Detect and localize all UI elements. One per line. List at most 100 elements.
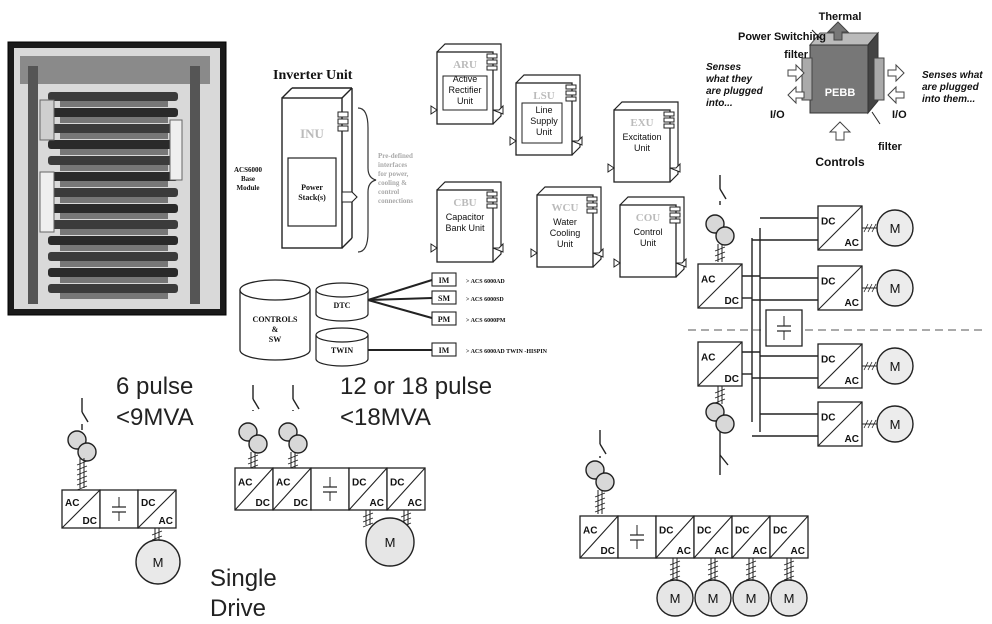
converter-label-top: AC — [701, 352, 715, 363]
unit-name: Unit — [640, 238, 657, 248]
interfaces-label: control — [378, 188, 399, 196]
unit-name: Capacitor — [446, 212, 485, 222]
unit-name: Supply — [530, 116, 558, 126]
motor-type-product: > ACS 6000PM — [466, 318, 506, 324]
power-stack-label: Stack(s) — [298, 193, 326, 202]
inu-arrow — [342, 192, 357, 202]
motor-type-code: IM — [439, 346, 450, 355]
motor-type-code: PM — [438, 315, 451, 324]
pebb-right-plate — [874, 58, 884, 100]
converter-label-bottom: AC — [845, 298, 859, 309]
unit-cbu — [431, 182, 503, 262]
converter-label-top: DC — [697, 526, 711, 537]
interface-brace — [358, 108, 376, 252]
photo-heatsink — [60, 213, 168, 219]
unit-abbr: CBU — [453, 197, 476, 209]
dtc-link — [368, 300, 432, 318]
interfaces-label: cooling & — [378, 179, 407, 187]
unit-name: Unit — [536, 127, 553, 137]
unit-abbr: ARU — [453, 59, 477, 71]
senses-left-label: what they — [706, 74, 753, 85]
converter-label-top: DC — [773, 526, 787, 537]
power-stack-photo — [8, 42, 226, 315]
unit-connector — [664, 124, 674, 128]
cable-hatch — [670, 571, 680, 575]
interfaces-label: Pre-defined — [378, 152, 413, 160]
cable-hatch — [401, 513, 411, 517]
converter-label-top: DC — [352, 478, 366, 489]
converter-label-bottom: DC — [725, 374, 739, 385]
motor-label: M — [385, 535, 396, 550]
converter-label-bottom: AC — [845, 434, 859, 445]
unit-name: Unit — [557, 239, 574, 249]
photo-thyristor-disc — [48, 188, 178, 197]
motor-label: M — [890, 417, 901, 432]
cable-hatch — [715, 389, 725, 393]
cable-hatch — [784, 566, 794, 570]
unit-name: Unit — [634, 143, 651, 153]
unit-exu — [608, 102, 680, 182]
twin-label: TWIN — [331, 346, 353, 355]
inu-edge — [282, 88, 292, 98]
six-pulse-label: 6 pulse — [116, 372, 193, 402]
unit-arrow-left — [614, 259, 620, 267]
motor-type-product: > ACS 6000SD — [466, 297, 504, 303]
photo-heatsink — [60, 293, 168, 299]
controls-label: CONTROLS — [253, 315, 298, 324]
dc-link-capacitor — [100, 490, 138, 528]
photo-thyristor-disc — [48, 236, 178, 245]
unit-abbr: LSU — [533, 90, 554, 102]
interfaces-label: interfaces — [378, 161, 407, 169]
unit-arrow-right — [670, 164, 680, 172]
cable-hatch — [77, 481, 87, 485]
photo-insulator — [40, 172, 54, 232]
unit-connector — [566, 85, 576, 89]
converter-label-bottom: DC — [725, 296, 739, 307]
unit-connector — [487, 204, 497, 208]
converter-label-top: AC — [276, 478, 290, 489]
motor-label: M — [890, 221, 901, 236]
converter-label-top: DC — [735, 526, 749, 537]
unit-wcu — [531, 187, 603, 267]
photo-rod-left — [28, 66, 38, 304]
unit-name: Bank Unit — [445, 223, 485, 233]
cable-hatch — [363, 513, 373, 517]
motor-label: M — [746, 591, 757, 606]
photo-heatsink — [60, 149, 168, 155]
interfaces-label: for power, — [378, 170, 409, 178]
photo-thyristor-disc — [48, 140, 178, 149]
motor-label: M — [153, 555, 164, 570]
photo-thyristor-disc — [48, 252, 178, 261]
inu-connector — [338, 119, 348, 124]
pebb-front — [810, 45, 868, 113]
inu-connector — [338, 126, 348, 131]
converter-label-bottom: AC — [753, 546, 767, 557]
cable-hatch — [746, 561, 756, 565]
dc-link-capacitor — [311, 468, 349, 510]
twin-top — [316, 328, 368, 342]
interfaces-label: connections — [378, 197, 413, 205]
unit-name: Control — [633, 227, 662, 237]
cable-hatch — [595, 498, 605, 502]
photo-heatsink — [60, 277, 168, 283]
power-switching-label: Power Switching — [738, 31, 826, 43]
unit-connector — [566, 97, 576, 101]
cable-hatch — [77, 461, 87, 465]
breaker-switch — [600, 444, 606, 454]
unit-arrow-left — [431, 244, 437, 252]
breaker-switch — [82, 412, 88, 422]
unit-name: Excitation — [622, 132, 661, 142]
unit-arrow-left — [510, 137, 516, 145]
controls-label: Controls — [815, 155, 865, 169]
converter-label-bottom: AC — [408, 498, 422, 509]
senses-right-label: into them... — [922, 94, 975, 105]
unit-name: Water — [553, 217, 577, 227]
base-module-label: Base — [241, 175, 255, 183]
photo-heatsink — [60, 117, 168, 123]
motor-label: M — [890, 359, 901, 374]
base-module-label: ACS6000 — [234, 166, 263, 174]
cable-hatch — [670, 566, 680, 570]
converter-label-top: DC — [821, 412, 835, 423]
unit-arrow-left — [431, 106, 437, 114]
